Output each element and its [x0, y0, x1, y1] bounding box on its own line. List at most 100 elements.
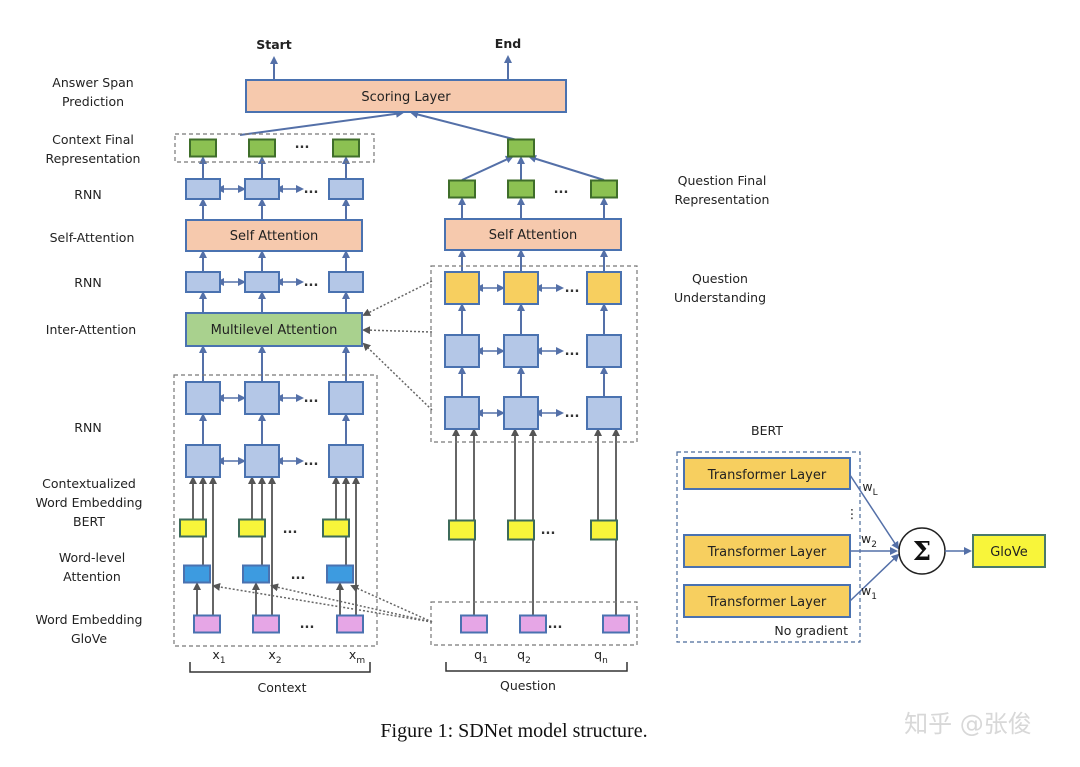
word-attention-link [270, 583, 433, 623]
svg-text:Question: Question [692, 271, 748, 286]
glove-output-label: GloVe [990, 545, 1028, 560]
context-rnn-low-lower-node [185, 444, 221, 478]
token-subscript: n [602, 656, 608, 666]
context-to-scoring-arrow [239, 109, 404, 136]
context-rnn-mid-node [328, 271, 364, 293]
svg-text:Answer Span: Answer Span [52, 75, 133, 90]
context-rnn-top-node [244, 178, 280, 200]
ellipsis: ... [304, 454, 319, 469]
connections [189, 55, 620, 623]
svg-text:Attention: Attention [63, 569, 121, 584]
question-glove-node [519, 614, 547, 634]
svg-text:Word Embedding: Word Embedding [35, 612, 142, 627]
svg-text:Understanding: Understanding [674, 290, 766, 305]
ellipsis: ... [295, 137, 310, 152]
no-gradient-note: No gradient [774, 623, 848, 638]
token-subscript: 2 [525, 656, 531, 666]
token-subscript: 1 [482, 656, 488, 666]
word-level-attention-node [183, 564, 211, 584]
row-label-self-attention: Self-Attention [50, 230, 135, 245]
label-question-final: Question Final Representation [675, 173, 770, 207]
bert-frame [676, 451, 861, 643]
transformer-layer-mid-label: Transformer Layer [707, 545, 827, 560]
context-rnn-low-upper-node [328, 381, 364, 415]
scoring-layer-box [245, 79, 567, 113]
row-label-answer-span: Answer Span Prediction [52, 75, 133, 109]
token-label: xm [349, 647, 365, 666]
bert-embedding-node [238, 518, 266, 538]
token-label: x1 [212, 647, 225, 666]
svg-text:Question Final: Question Final [678, 173, 767, 188]
question-group-label: Question [500, 678, 556, 693]
question-self-attention-box [444, 218, 622, 251]
context-rnn-low-upper-node [185, 381, 221, 415]
ellipsis: ... [548, 617, 563, 632]
word-attention-link [212, 583, 433, 623]
token-subscript: 2 [871, 540, 877, 550]
weight-line-1 [849, 553, 900, 602]
svg-text:Representation: Representation [46, 151, 141, 166]
glove-embedding-node [193, 614, 221, 634]
question-bert-embedding-node [448, 519, 476, 541]
weight-line-L [849, 474, 900, 550]
word-level-attention-node [242, 564, 270, 584]
token-subscript: 1 [220, 656, 226, 666]
figure-caption: Figure 1: SDNet model structure. [380, 720, 647, 742]
svg-text:Word Embedding: Word Embedding [35, 495, 142, 510]
question-rnn-lower-node [444, 396, 480, 430]
row-label-word-embedding: Word Embedding GloVe [35, 612, 142, 646]
token-label: w2 [861, 531, 877, 550]
question-final-node [507, 138, 535, 158]
token-subscript: 1 [871, 592, 877, 602]
context-self-attention-label: Self Attention [230, 229, 319, 244]
token-label: x2 [268, 647, 281, 666]
context-rnn-top-node [185, 178, 221, 200]
ellipsis: ... [304, 182, 319, 197]
question-embedding-frame [430, 601, 638, 646]
svg-text:Word-level: Word-level [59, 550, 125, 565]
question-glove-node [602, 614, 630, 634]
inter-attention-link [362, 280, 433, 316]
question-final-input-node [448, 179, 476, 199]
question-final-input-node [590, 179, 618, 199]
question-understanding-frame [430, 265, 638, 443]
word-attention-link [350, 584, 433, 623]
question-rnn-upper-node [503, 334, 539, 368]
ellipsis: ... [304, 275, 319, 290]
context-group-label: Context [258, 680, 307, 695]
row-label-context-final: Context Final Representation [46, 132, 141, 166]
bert-embedding-node [322, 518, 350, 538]
question-understanding-node [444, 271, 480, 305]
inter-attention-link [362, 342, 433, 411]
ellipsis: ... [291, 568, 306, 583]
inter-attention-link [362, 326, 433, 335]
ellipsis: ... [541, 523, 556, 538]
vertical-dots: ⋮ [846, 506, 859, 521]
bert-title: BERT [751, 423, 783, 438]
ellipsis: ... [300, 617, 315, 632]
multilevel-attention-box [185, 312, 363, 347]
ellipsis: ... [565, 281, 580, 296]
row-label-rnn-top: RNN [74, 187, 101, 202]
context-self-attention-box [185, 219, 363, 252]
context-tokens: x1 x2 xm [212, 647, 365, 666]
question-self-attention-label: Self Attention [489, 228, 578, 243]
context-encoding-frame [173, 374, 378, 647]
token-subscript: m [356, 656, 365, 666]
row-label-inter-attention: Inter-Attention [46, 322, 136, 337]
context-rnn-low-upper-node [244, 381, 280, 415]
question-final-merge-arrow [461, 155, 514, 181]
label-question-understanding: Question Understanding [674, 271, 766, 305]
word-level-attention-node [326, 564, 354, 584]
question-rnn-lower-node [586, 396, 622, 430]
context-rnn-mid-node [185, 271, 221, 293]
question-rnn-upper-node [586, 334, 622, 368]
bert-embedding-node [179, 518, 207, 538]
question-glove-node [460, 614, 488, 634]
row-label-word-level: Word-level Attention [59, 550, 125, 584]
question-understanding-node [503, 271, 539, 305]
ellipsis: ... [554, 182, 569, 197]
context-final-node [248, 138, 276, 158]
glove-output-box [972, 534, 1046, 568]
glove-embedding-node [336, 614, 364, 634]
